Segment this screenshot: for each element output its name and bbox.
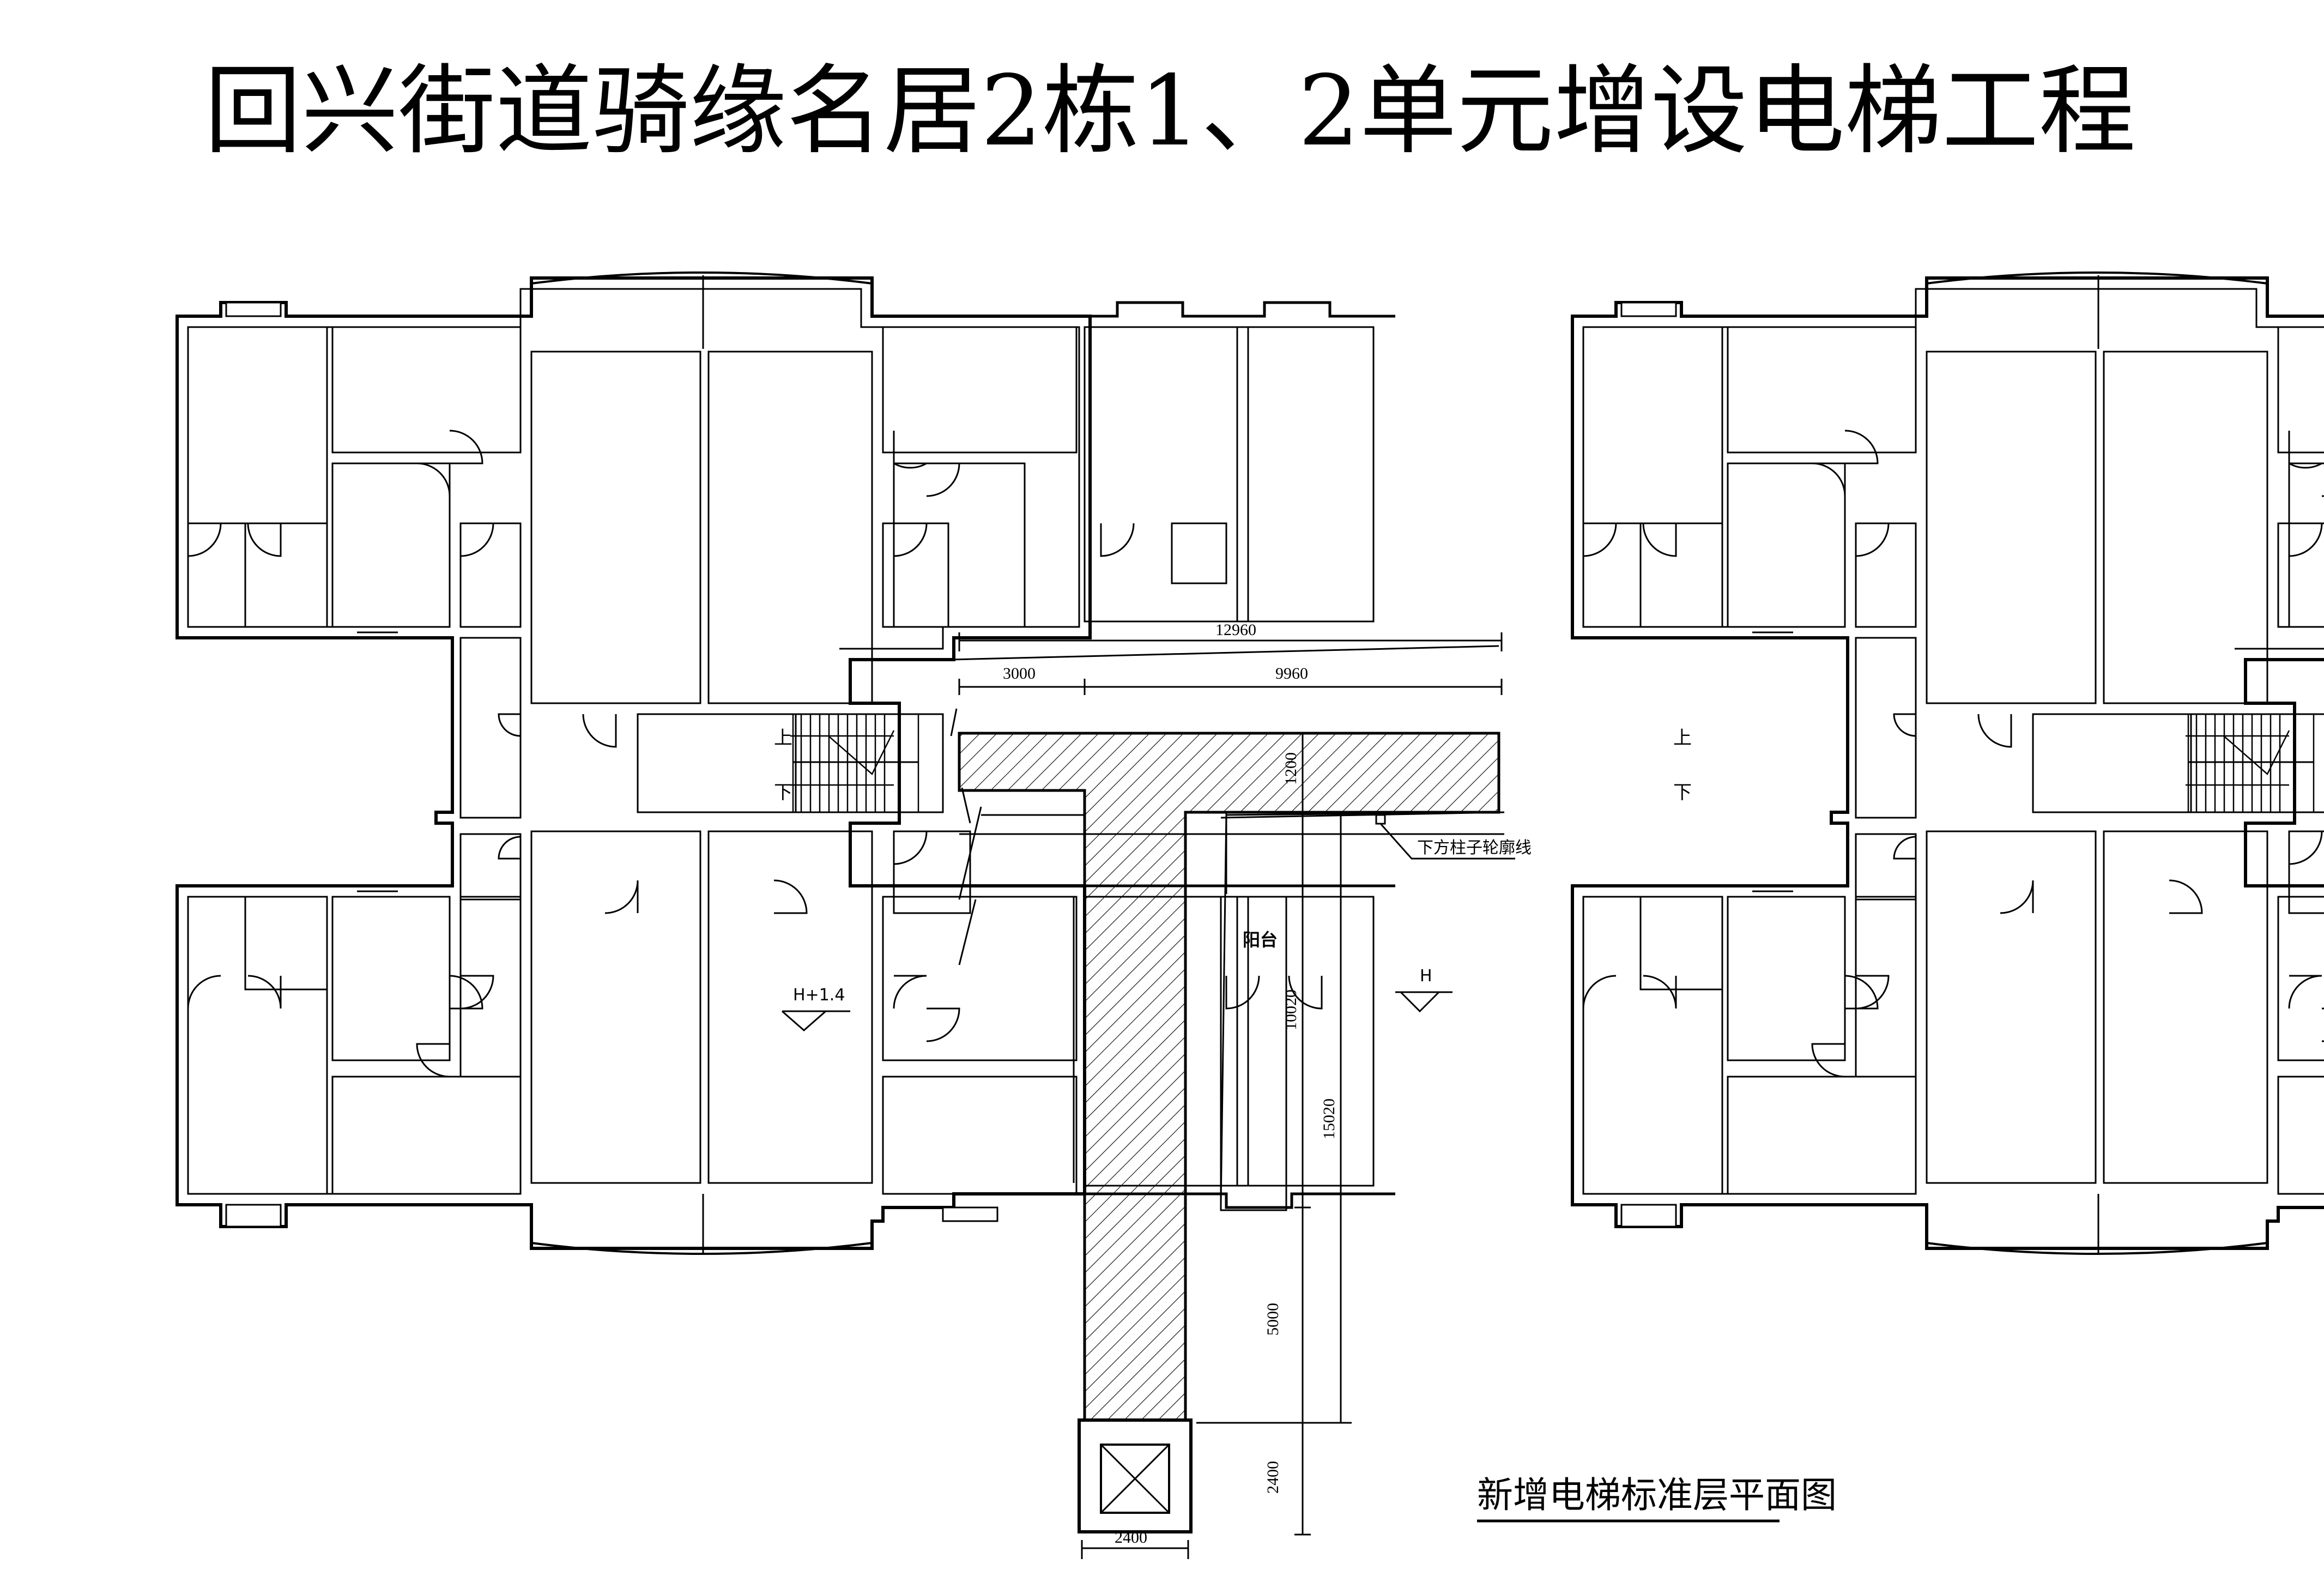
level-mark-right: H bbox=[1420, 967, 1432, 986]
level-mark-left: H+1.4 bbox=[793, 986, 845, 1005]
dim-1200: 1200 bbox=[1282, 752, 1300, 785]
balcony-label: 阳台 bbox=[1243, 929, 1278, 950]
annotation-marks bbox=[782, 814, 1515, 1031]
dim-15020: 15020 bbox=[1320, 1098, 1338, 1139]
dimension-lines bbox=[958, 632, 1503, 1559]
dim-5000: 5000 bbox=[1264, 1303, 1282, 1336]
stair-up-left: 上 bbox=[774, 727, 792, 749]
drawing-caption: 新增电梯标准层平面图 bbox=[1477, 1474, 1837, 1516]
right-unit-plan bbox=[1572, 273, 2324, 1254]
drawing-title: 回兴街道骑缘名居2栋1、2单元增设电梯工程 bbox=[204, 55, 2136, 167]
dim-9960: 9960 bbox=[1275, 665, 1308, 683]
stair-down-right: 下 bbox=[1673, 782, 1692, 804]
dim-10020: 10020 bbox=[1282, 989, 1300, 1030]
stair-up-right: 上 bbox=[1673, 727, 1692, 749]
left-unit-plan bbox=[177, 273, 1090, 1254]
dim-2400-vertical: 2400 bbox=[1264, 1461, 1282, 1494]
dim-12960: 12960 bbox=[1215, 621, 1256, 639]
column-note: 下方柱子轮廓线 bbox=[1417, 838, 1532, 858]
dim-2400-horizontal: 2400 bbox=[1115, 1529, 1147, 1547]
column-outline bbox=[950, 645, 1505, 1205]
center-block bbox=[959, 301, 1504, 1211]
elevator-shaft bbox=[1078, 1418, 1193, 1533]
dim-3000: 3000 bbox=[1003, 665, 1036, 683]
stair-down-left: 下 bbox=[774, 782, 792, 804]
